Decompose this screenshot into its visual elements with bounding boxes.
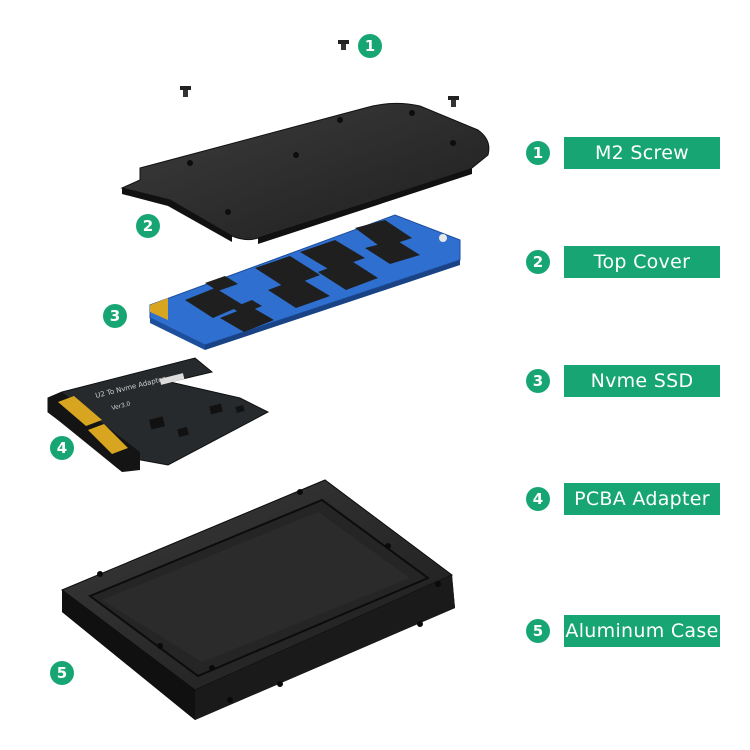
top-cover <box>120 102 490 244</box>
part-badge-5: 5 <box>50 661 74 685</box>
legend-number-1: 1 <box>526 141 550 165</box>
legend-label-pcba-adapter: PCBA Adapter <box>564 483 720 515</box>
pcba-adapter: U2 To Nvme Adapter Ver3.0 <box>47 357 270 472</box>
part-badge-3: 3 <box>103 304 127 328</box>
legend-number-2: 2 <box>526 250 550 274</box>
legend-label-aluminum-case: Aluminum Case <box>564 615 720 647</box>
legend-label-nvme-ssd: Nvme SSD <box>564 365 720 397</box>
adapter-components <box>148 403 245 438</box>
aluminum-case <box>61 479 455 720</box>
legend-number-4: 4 <box>526 487 550 511</box>
legend-label-top-cover: Top Cover <box>564 246 720 278</box>
screw-right <box>448 96 459 107</box>
part-badge-4: 4 <box>50 436 74 460</box>
legend-label-m2-screw: M2 Screw <box>564 137 720 169</box>
m2-screws <box>180 40 459 107</box>
legend-number-3: 3 <box>526 369 550 393</box>
part-badge-1: 1 <box>358 34 382 58</box>
ssd-gold-connector <box>150 298 168 320</box>
nvme-ssd <box>149 214 461 350</box>
adapter-board-text-2: Ver3.0 <box>111 400 132 412</box>
ssd-chips <box>185 220 420 332</box>
adapter-gold-pins <box>58 396 128 454</box>
screw-left <box>180 86 191 97</box>
screw-top <box>338 40 349 50</box>
part-badge-2: 2 <box>136 214 160 238</box>
legend-number-5: 5 <box>526 619 550 643</box>
